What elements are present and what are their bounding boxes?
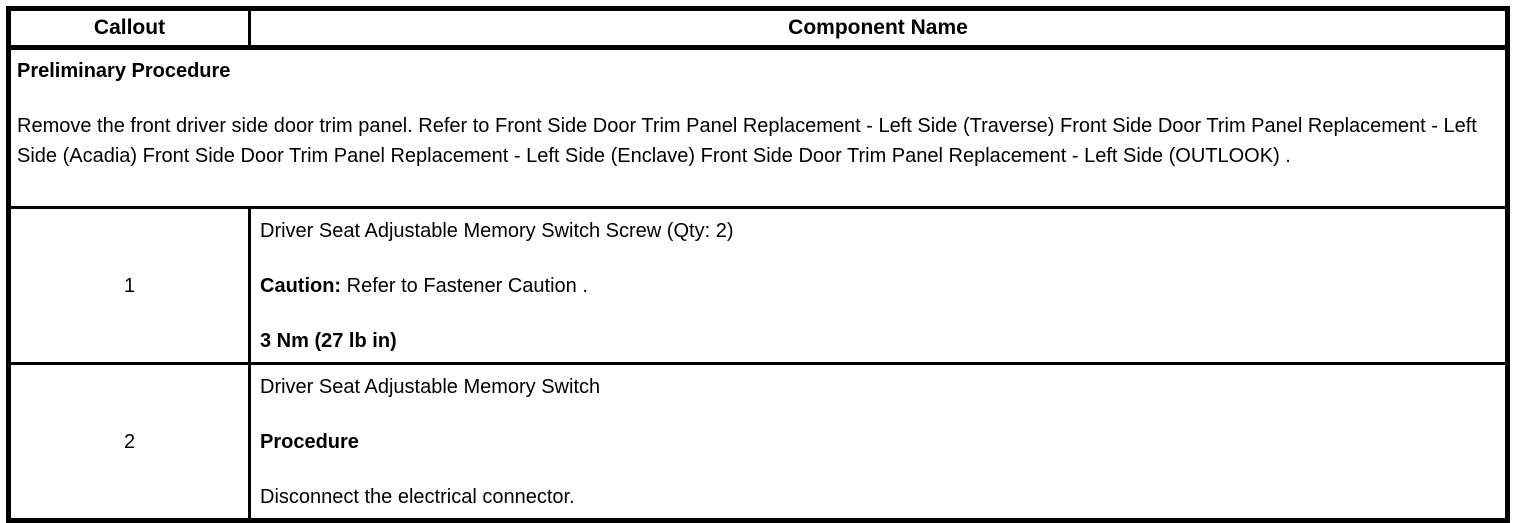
callout-column-header: Callout bbox=[7, 7, 251, 50]
preliminary-procedure-row: Preliminary Procedure Remove the front d… bbox=[7, 46, 1509, 209]
table-header-row: Callout Component Name bbox=[7, 7, 1509, 50]
component-name-1: Driver Seat Adjustable Memory Switch Scr… bbox=[260, 220, 734, 242]
procedure-label: Procedure bbox=[260, 431, 359, 453]
caution-line: Caution: Refer to Fastener Caution . bbox=[260, 271, 1495, 301]
table-row: 2 Driver Seat Adjustable Memory Switch P… bbox=[7, 362, 1509, 522]
callout-number-1: 1 bbox=[7, 206, 251, 365]
caution-text: Refer to Fastener Caution . bbox=[341, 275, 588, 297]
component-cell-2: Driver Seat Adjustable Memory Switch Pro… bbox=[248, 362, 1509, 522]
callout-number-2: 2 bbox=[7, 362, 251, 522]
preliminary-procedure-text: Remove the front driver side door trim p… bbox=[17, 115, 1477, 167]
component-name-column-header: Component Name bbox=[248, 7, 1509, 50]
torque-spec: 3 Nm (27 lb in) bbox=[260, 330, 397, 352]
component-cell-1: Driver Seat Adjustable Memory Switch Scr… bbox=[248, 206, 1509, 365]
preliminary-procedure-cell: Preliminary Procedure Remove the front d… bbox=[7, 46, 1509, 209]
preliminary-procedure-title: Preliminary Procedure bbox=[17, 60, 231, 82]
component-name-2: Driver Seat Adjustable Memory Switch bbox=[260, 376, 601, 398]
table-row: 1 Driver Seat Adjustable Memory Switch S… bbox=[7, 206, 1509, 365]
component-callout-table: Callout Component Name Preliminary Proce… bbox=[6, 6, 1510, 523]
procedure-text: Disconnect the electrical connector. bbox=[260, 486, 575, 508]
caution-label: Caution: bbox=[260, 275, 342, 297]
